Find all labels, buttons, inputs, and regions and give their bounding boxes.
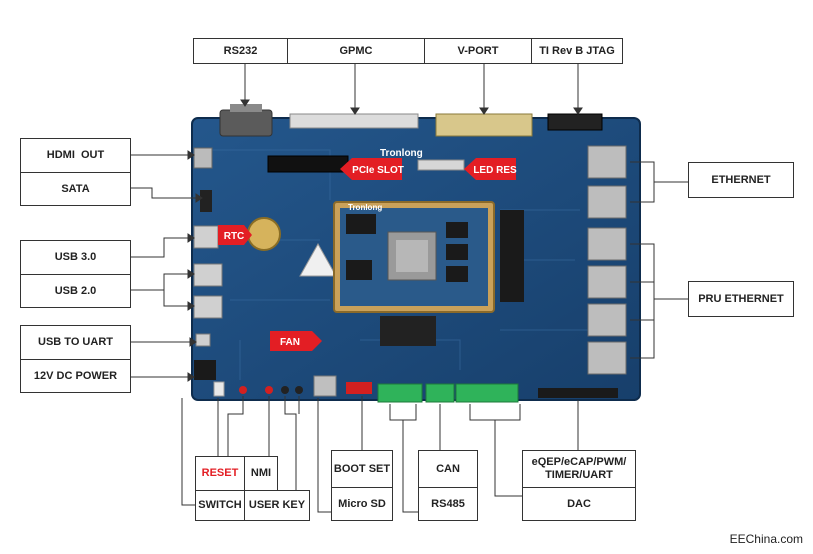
som-brand-text: Tronlong <box>348 203 382 212</box>
boot-dip-switch <box>346 382 372 394</box>
label-rs485: RS485 <box>418 487 478 521</box>
usb-uart-port <box>195 333 211 347</box>
hdmi-port <box>193 147 213 169</box>
sata-port <box>200 190 212 212</box>
usb30-port <box>193 225 219 249</box>
user-key-button-2 <box>295 386 303 394</box>
pru-ethernet-jack-2 <box>587 265 627 299</box>
tag-led: LED RES <box>464 158 517 180</box>
label-nmi: NMI <box>244 456 278 491</box>
label-rs232: RS232 <box>193 38 288 64</box>
label-ethernet: ETHERNET <box>688 162 794 198</box>
reset-button <box>239 386 247 394</box>
label-pru-ethernet: PRU ETHERNET <box>688 281 794 317</box>
label-hdmi-out: HDMI OUT <box>20 138 131 173</box>
dc-power-jack <box>194 360 216 380</box>
label-reset: RESET <box>195 456 245 491</box>
label-usb30: USB 3.0 <box>20 240 131 275</box>
label-gpmc: GPMC <box>287 38 425 64</box>
ethernet-jack-1 <box>587 145 627 179</box>
label-12v-dc-power: 12V DC POWER <box>20 359 131 393</box>
usb20-port-a <box>193 263 223 287</box>
label-dac: DAC <box>522 487 636 521</box>
eqep-header <box>538 388 618 398</box>
power-switch <box>213 381 225 397</box>
watermark: EEChina.com <box>729 532 803 546</box>
brand-text: Tronlong <box>380 148 423 159</box>
rtc-battery <box>247 217 281 251</box>
led-res-header <box>417 159 465 171</box>
tag-led-text: LED RES <box>473 165 517 176</box>
label-vport: V-PORT <box>424 38 532 64</box>
tag-fan-text: FAN <box>280 337 300 348</box>
label-user-key: USER KEY <box>244 490 310 521</box>
label-micro-sd: Micro SD <box>331 487 393 521</box>
pru-ethernet-jack-4 <box>587 341 627 375</box>
label-usb20: USB 2.0 <box>20 274 131 308</box>
ethernet-jack-2 <box>587 185 627 219</box>
label-sata: SATA <box>20 172 131 206</box>
label-usb-to-uart: USB TO UART <box>20 325 131 360</box>
usb20-port-b <box>193 295 223 319</box>
pru-ethernet-jack-1 <box>587 227 627 261</box>
label-switch: SWITCH <box>195 490 245 521</box>
tag-pcie-text: PCIe SLOT <box>352 165 404 176</box>
tag-rtc: RTC <box>218 225 252 245</box>
gpmc-connector <box>289 113 419 129</box>
rs232-connector <box>219 109 273 137</box>
label-can: CAN <box>418 450 478 488</box>
label-eqep-ecap-pwm-timer-uart: eQEP/eCAP/PWM/ TIMER/UART <box>522 450 636 488</box>
tag-pcie: PCIe SLOT <box>340 158 404 180</box>
micro-sd-slot <box>313 375 337 397</box>
nmi-button <box>265 386 273 394</box>
jtag-connector <box>547 113 603 131</box>
pcie-slot <box>267 155 349 173</box>
label-boot-set: BOOT SET <box>331 450 393 488</box>
tag-fan: FAN <box>270 331 322 351</box>
user-key-button-1 <box>281 386 289 394</box>
rs485-terminal <box>425 383 455 403</box>
vport-connector <box>435 113 533 137</box>
dac-terminal <box>455 383 519 403</box>
pru-ethernet-jack-3 <box>587 303 627 337</box>
label-jtag: TI Rev B JTAG <box>531 38 623 64</box>
tag-rtc-text: RTC <box>224 231 245 242</box>
can-terminal <box>377 383 423 403</box>
